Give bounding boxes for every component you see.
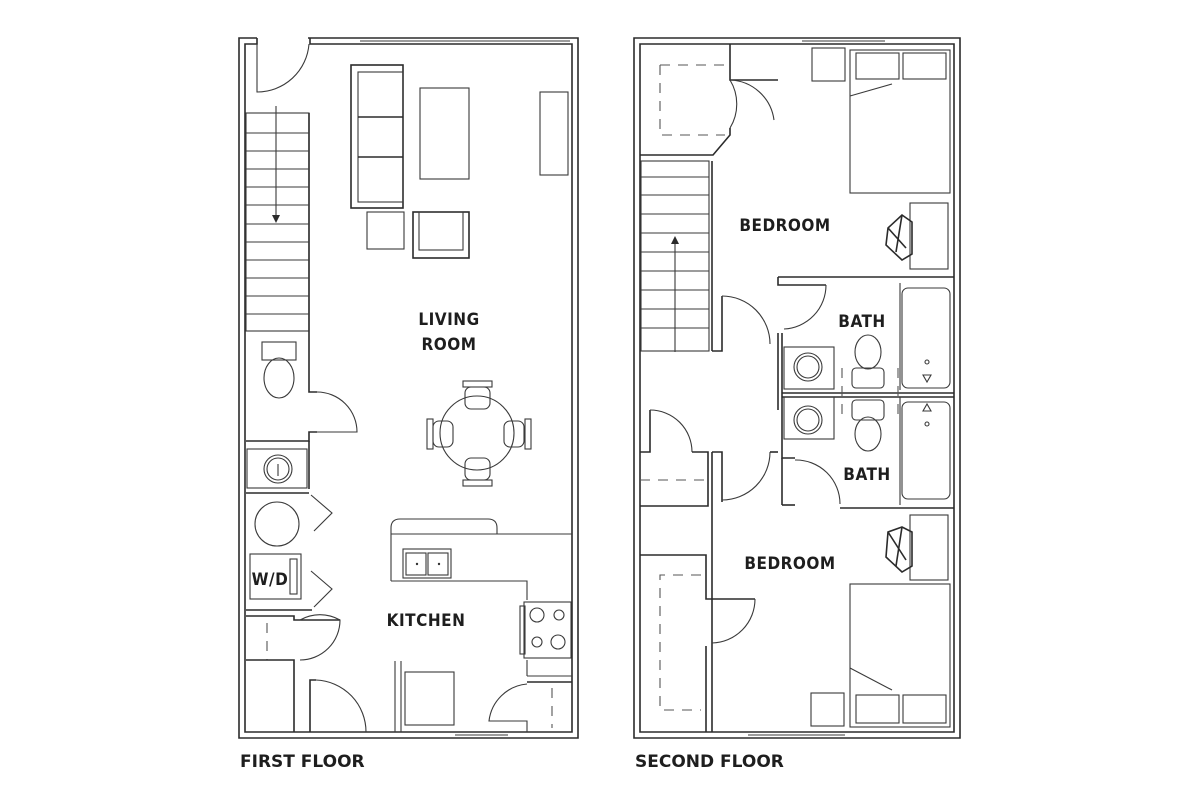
water-heater-icon: [254, 501, 300, 547]
room-label-bedroom-bottom: BEDROOM: [744, 554, 835, 574]
desk-chair-icon: [885, 213, 913, 261]
tv-stand-icon: [539, 91, 569, 176]
bed-icon: [849, 583, 951, 728]
entry-door-icon: [256, 43, 310, 93]
toilet-icon: [261, 341, 297, 399]
second-floor-plan: [633, 37, 961, 739]
room-label-washer-dryer: W/D: [252, 570, 289, 590]
desk-icon: [909, 514, 949, 581]
bedroom-door-icon: [721, 451, 771, 501]
front-door-icon: [315, 679, 367, 733]
bathroom-sink-icon: [783, 396, 835, 440]
bed-icon: [849, 49, 951, 194]
room-label-living: LIVING: [418, 310, 479, 330]
first-floor-plan: [238, 37, 579, 739]
desk-icon: [909, 202, 949, 270]
bathroom-sink-icon: [246, 448, 308, 489]
armchair-icon: [412, 211, 470, 259]
sofa-icon: [350, 64, 404, 209]
room-label-bath-top: BATH: [838, 312, 885, 332]
bifold-door-icon: [310, 570, 333, 608]
bathroom-sink-icon: [783, 346, 835, 390]
powder-room-door-icon: [316, 391, 358, 433]
room-label-room: ROOM: [421, 335, 476, 355]
bath-door-icon: [783, 284, 827, 330]
coffee-table-icon: [419, 87, 470, 180]
room-label-kitchen: KITCHEN: [387, 611, 466, 631]
desk-chair-icon: [885, 526, 913, 573]
side-table-icon: [366, 211, 405, 250]
linen-closet-door-icon: [649, 409, 693, 453]
hall-door-icon: [721, 295, 771, 345]
floor-title-second: SECOND FLOOR: [635, 752, 784, 772]
stove-icon: [519, 601, 572, 659]
bathtub-icon: [899, 283, 951, 390]
floor-title-first: FIRST FLOOR: [240, 752, 365, 772]
dining-table-icon: [426, 380, 532, 487]
pantry-door-icon: [488, 683, 528, 732]
kitchen-sink-icon: [402, 548, 452, 579]
closet-door-icon: [299, 614, 341, 661]
toilet-icon: [851, 334, 885, 389]
bifold-door-icon: [310, 494, 333, 532]
room-label-bath-bottom: BATH: [843, 465, 890, 485]
bathtub-icon: [899, 397, 951, 505]
refrigerator-icon: [394, 661, 455, 732]
washer-dryer-icon: [249, 553, 302, 600]
room-label-bedroom-top: BEDROOM: [739, 216, 830, 236]
closet-door-icon: [711, 598, 756, 644]
bath-door-icon: [794, 459, 841, 505]
nightstand-icon: [810, 692, 845, 727]
toilet-icon: [851, 399, 885, 452]
nightstand-icon: [811, 47, 846, 82]
kitchen-counter-icon: [390, 518, 572, 600]
stairs-icon: [245, 106, 310, 332]
closet-door-icon: [729, 79, 738, 129]
stairs-icon: [640, 160, 713, 352]
